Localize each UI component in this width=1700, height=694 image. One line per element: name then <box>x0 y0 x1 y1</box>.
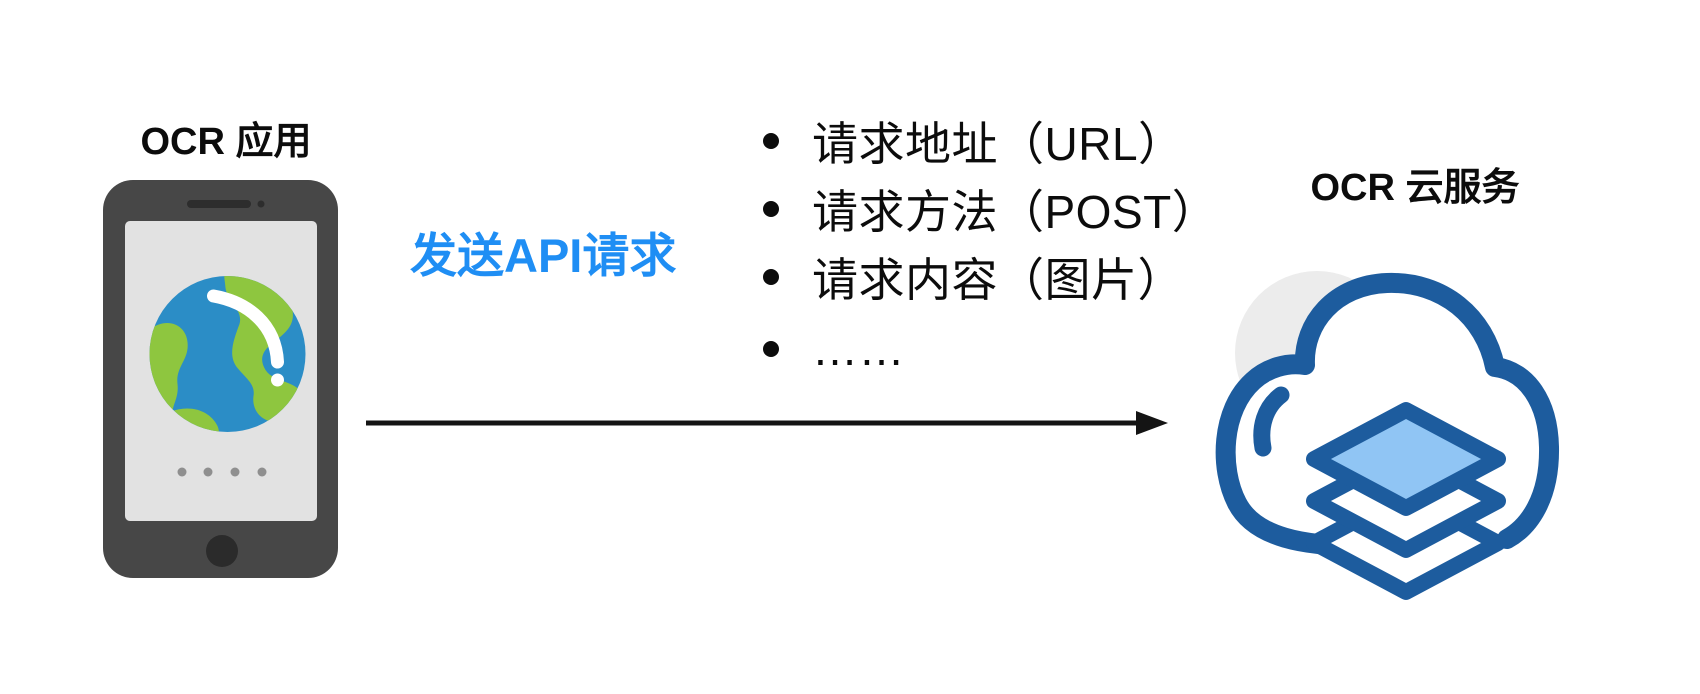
bullet-icon <box>763 269 779 285</box>
list-item-label: 请求地址（URL） <box>812 118 1185 170</box>
globe-land-left <box>149 323 188 432</box>
bullet-icon <box>763 341 779 357</box>
send-api-request-label: 发送API请求 <box>410 229 677 282</box>
phone-icon <box>103 180 338 578</box>
list-item: 请求内容（图片） <box>763 252 1218 306</box>
list-item: 请求地址（URL） <box>763 116 1218 170</box>
bullet-icon <box>763 201 779 217</box>
list-item: 请求方法（POST） <box>763 184 1218 238</box>
globe-icon <box>149 276 306 432</box>
ocr-cloud-service-label: OCR 云服务 <box>1310 167 1520 209</box>
arrow-icon <box>366 411 1168 435</box>
list-item-label: 请求方法（POST） <box>812 186 1219 238</box>
list-item-label: 请求内容（图片） <box>812 254 1184 306</box>
globe-swoosh-dot <box>271 373 284 387</box>
cloud-service-icon <box>1215 271 1560 600</box>
layers-icon <box>1306 402 1506 600</box>
phone-speaker <box>187 200 251 208</box>
home-button <box>206 535 238 567</box>
pagination-dots <box>177 467 267 477</box>
layer-top <box>1306 402 1506 516</box>
list-item: …… <box>763 323 1218 375</box>
cloud-accent-arc <box>1253 386 1290 457</box>
request-detail-list: 请求地址（URL） 请求方法（POST） 请求内容（图片） …… <box>763 116 1218 392</box>
ocr-app-label: OCR 应用 <box>140 121 312 163</box>
list-item-label: …… <box>812 323 905 375</box>
phone-camera-dot <box>257 200 265 208</box>
globe-swoosh <box>207 289 284 369</box>
bullet-icon <box>763 133 779 149</box>
